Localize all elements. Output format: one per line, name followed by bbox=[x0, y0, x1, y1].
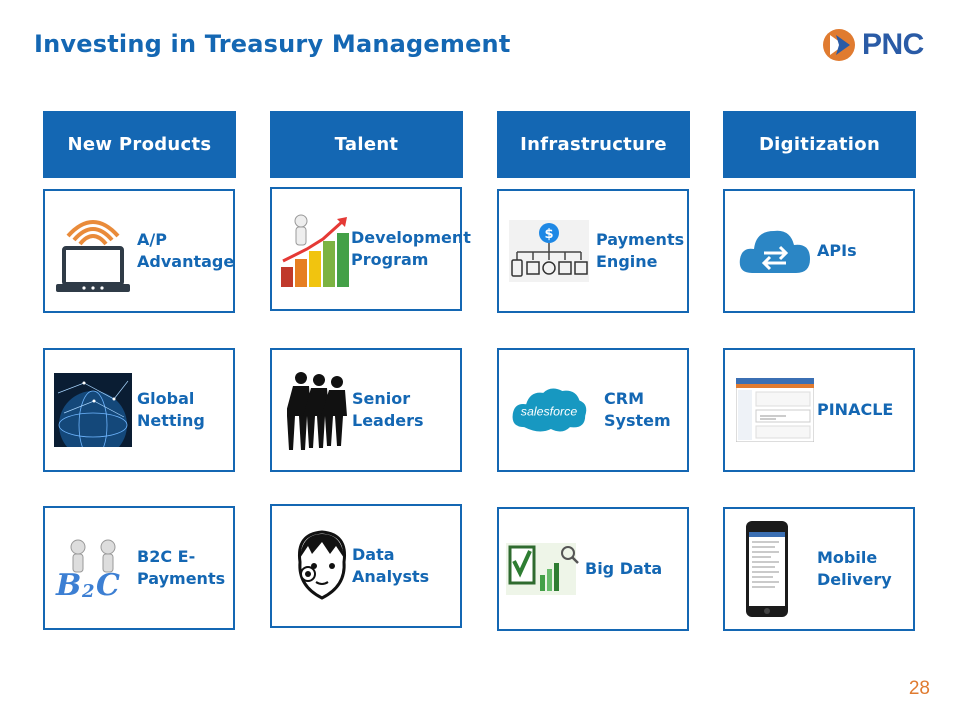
card-data-analysts: Data Analysts bbox=[270, 504, 462, 628]
pinacle-screen-icon bbox=[735, 350, 815, 470]
card-big-data: Big Data bbox=[497, 507, 689, 631]
pnc-logo: PNC bbox=[822, 28, 924, 62]
card-global-netting: Global Netting bbox=[43, 348, 235, 472]
business-people-icon bbox=[280, 350, 360, 470]
smartphone-icon bbox=[743, 509, 791, 629]
page-title: Investing in Treasury Management bbox=[34, 30, 511, 58]
card-label: Data Analysts bbox=[352, 545, 430, 586]
salesforce-icon: salesforce bbox=[509, 350, 589, 470]
card-label: Development Program bbox=[351, 228, 471, 269]
svg-text:$: $ bbox=[544, 227, 553, 242]
cloud-exchange-icon bbox=[735, 191, 815, 311]
card-label: A/P Advantage bbox=[137, 230, 235, 271]
card-label: Big Data bbox=[585, 559, 663, 578]
svg-text:B: B bbox=[55, 568, 81, 603]
analyst-head-icon bbox=[282, 506, 362, 626]
growth-chart-icon bbox=[274, 189, 354, 309]
big-data-icon bbox=[503, 509, 583, 629]
card-development-program: Development Program bbox=[270, 187, 471, 311]
card-ap-advantage: A/P Advantage bbox=[43, 189, 235, 313]
header-new-products: New Products bbox=[43, 111, 236, 178]
svg-text:C: C bbox=[96, 568, 120, 603]
card-senior-leaders: Senior Leaders bbox=[270, 348, 462, 472]
laptop-wifi-icon bbox=[53, 191, 133, 311]
card-label: PINACLE bbox=[817, 400, 894, 419]
pnc-logo-icon bbox=[823, 29, 855, 61]
b2c-people-icon: B 2 C bbox=[53, 508, 133, 628]
payment-network-icon: $ bbox=[509, 191, 589, 311]
header-digitization: Digitization bbox=[723, 111, 916, 178]
card-label: CRM System bbox=[604, 389, 671, 430]
card-b2c-epayments: B 2 C B2C E- Payments bbox=[43, 506, 235, 630]
card-mobile-delivery: Mobile Delivery bbox=[723, 507, 915, 631]
card-label: B2C E- Payments bbox=[137, 547, 226, 588]
card-label: Global Netting bbox=[137, 389, 205, 430]
page-number: 28 bbox=[908, 678, 930, 699]
svg-text:2: 2 bbox=[81, 581, 95, 602]
card-label: APIs bbox=[817, 241, 857, 260]
header-infrastructure: Infrastructure bbox=[497, 111, 690, 178]
card-label: Senior Leaders bbox=[352, 389, 424, 430]
card-payments-engine: $ Payments Engine bbox=[497, 189, 689, 313]
card-apis: APIs bbox=[723, 189, 915, 313]
card-pinacle: PINACLE bbox=[723, 348, 915, 472]
globe-network-icon bbox=[53, 350, 133, 470]
salesforce-logo-text: salesforce bbox=[521, 405, 578, 419]
card-crm-system: salesforce CRM System bbox=[497, 348, 689, 472]
card-label: Mobile Delivery bbox=[817, 548, 892, 589]
card-label: Payments Engine bbox=[596, 230, 685, 271]
pnc-logo-text: PNC bbox=[862, 28, 924, 61]
header-talent: Talent bbox=[270, 111, 463, 178]
